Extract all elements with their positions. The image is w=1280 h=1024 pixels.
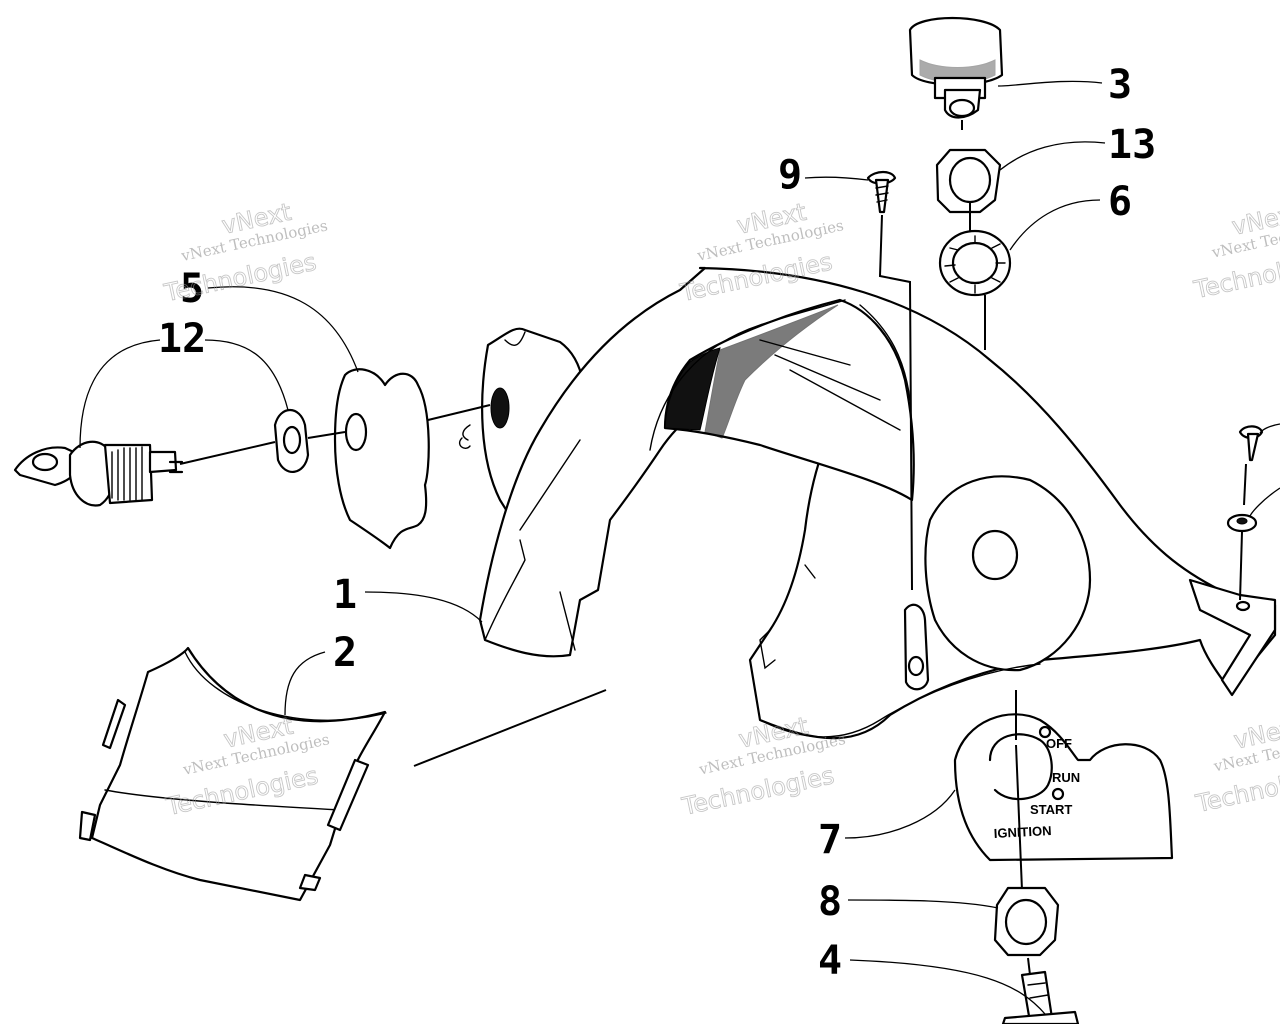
callout-3: 3 <box>1108 62 1132 108</box>
ignition-key-4 <box>1001 970 1080 1024</box>
callout-9: 9 <box>778 152 802 198</box>
lower-cover <box>78 646 607 902</box>
callout-numbers: 1 2 3 4 5 6 7 8 9 12 13 <box>158 62 1156 984</box>
leader-lines <box>79 80 1280 1015</box>
callout-2: 2 <box>333 630 357 676</box>
socket-assembly <box>13 368 491 550</box>
watermark-left-top: vNext vNext Technologies Technologies <box>161 197 330 307</box>
ignition-plate: OFF RUN START IGNITION <box>953 690 1174 891</box>
watermark-right-bottom: vNext vNext Technologies Technologies <box>1192 712 1280 818</box>
right-screw <box>1226 425 1264 601</box>
ignition-stack-top <box>908 16 1012 350</box>
watermark-right-top: vNext vNext Technologies Technologies <box>1190 198 1280 304</box>
screw-9 <box>866 170 913 591</box>
callout-7: 7 <box>818 817 842 863</box>
callout-1: 1 <box>333 572 357 618</box>
callout-6: 6 <box>1108 179 1132 225</box>
ignition-nut-8 <box>993 886 1060 976</box>
plate-label-ignition: IGNITION <box>993 823 1051 841</box>
plate-label-start: START <box>1030 802 1072 817</box>
plate-label-run: RUN <box>1052 770 1080 785</box>
console-housing <box>458 266 1277 740</box>
callout-13: 13 <box>1108 122 1156 168</box>
callout-8: 8 <box>818 879 842 925</box>
plate-label-off: OFF <box>1046 736 1072 751</box>
callout-12: 12 <box>158 316 206 362</box>
callout-5: 5 <box>180 266 204 312</box>
callout-4: 4 <box>818 938 842 984</box>
